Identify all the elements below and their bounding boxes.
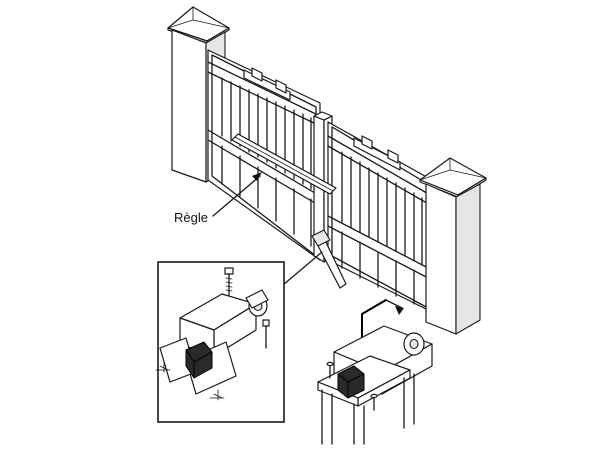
- detail-screw: [262, 319, 270, 349]
- detail-bolt: [224, 267, 234, 297]
- right-leaf-pickets: [341, 151, 423, 305]
- floor-base-assembly: [317, 299, 433, 445]
- detail-pivot-roller: [245, 289, 269, 317]
- right-hinge-bracket: [353, 135, 401, 171]
- right-pillar: [419, 157, 487, 335]
- detail-box: [155, 261, 285, 423]
- base-motor-block: [337, 365, 365, 399]
- base-roller: [403, 332, 425, 356]
- detail-fixing-marks: [155, 361, 225, 401]
- rail-label: Règle: [174, 210, 208, 225]
- base-bolts: [326, 361, 378, 411]
- detail-leader-line: [282, 251, 323, 286]
- left-hinge-bracket: [243, 67, 291, 101]
- base-anchor-legs: [321, 373, 415, 445]
- detail-mount-bracket: [159, 293, 257, 395]
- gate-arm-motor: [311, 229, 347, 289]
- gate-leaf-right: [327, 121, 433, 313]
- ruler-bar: [231, 133, 337, 195]
- allen-key: [361, 299, 404, 339]
- rail-label-group: Règle: [174, 172, 262, 225]
